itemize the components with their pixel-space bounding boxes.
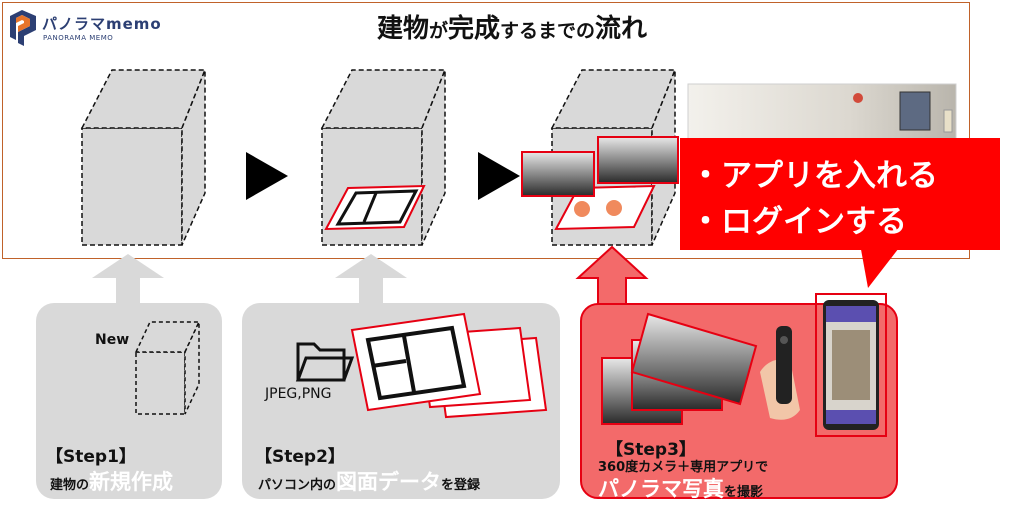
logo-subtitle: PANORAMA MEMO	[43, 34, 114, 42]
viewer-screenshot	[687, 83, 957, 145]
play-arrow-icon	[246, 152, 288, 200]
floor-plan-icon	[350, 312, 482, 412]
callout-pointer	[860, 244, 902, 288]
desc-highlight: パノラマ写真	[598, 477, 724, 501]
step3-description-line2: パノラマ写真を撮影	[598, 473, 763, 503]
folder-icon	[295, 342, 355, 382]
title-part: するまでの	[500, 20, 596, 42]
title-part: 建物	[376, 14, 429, 44]
callout-line2: ・ログインする	[690, 204, 907, 240]
desc-prefix: 建物の	[50, 478, 90, 493]
step2-label: 【Step2】	[255, 447, 345, 467]
camera-icon	[760, 326, 800, 420]
floor-plan-icon	[324, 184, 426, 231]
step3-label: 【Step3】	[606, 440, 696, 460]
page-title: 建物が完成するまでの流れ	[0, 8, 1024, 45]
desc-suffix: を登録	[441, 478, 481, 493]
panorama-photo-icon	[597, 136, 679, 184]
logo-name: パノラマmemo	[42, 15, 162, 33]
desc-highlight: 図面データ	[336, 470, 442, 494]
flow-frame	[2, 2, 970, 259]
play-arrow-icon	[478, 152, 520, 200]
smartphone-icon	[815, 293, 887, 437]
title-part: が	[428, 20, 448, 42]
desc-suffix: を撮影	[724, 485, 764, 500]
step3-description-line1: 360度カメラ＋専用アプリで	[598, 460, 769, 475]
step1-label: 【Step1】	[46, 447, 136, 467]
callout-box	[680, 138, 1000, 250]
up-arrow-icon	[335, 254, 407, 304]
cube-icon	[134, 321, 201, 415]
panorama-photo-icon	[521, 151, 595, 197]
step1-description: 建物の新規作成	[50, 466, 173, 496]
step2-description: パソコン内の図面データを登録	[258, 466, 480, 496]
title-part: 完成	[447, 14, 500, 44]
cube-icon	[80, 69, 207, 246]
up-arrow-icon	[92, 254, 164, 304]
callout-line1: ・アプリを入れる	[690, 158, 938, 194]
desc-highlight: 新規作成	[89, 470, 174, 494]
panorama-memo-logo-icon	[10, 10, 36, 46]
file-types-label: JPEG,PNG	[265, 386, 332, 402]
new-label: New	[95, 332, 130, 348]
desc-prefix: パソコン内の	[258, 478, 337, 493]
panorama-photo-icon	[630, 312, 758, 406]
title-part: 流れ	[595, 14, 648, 44]
